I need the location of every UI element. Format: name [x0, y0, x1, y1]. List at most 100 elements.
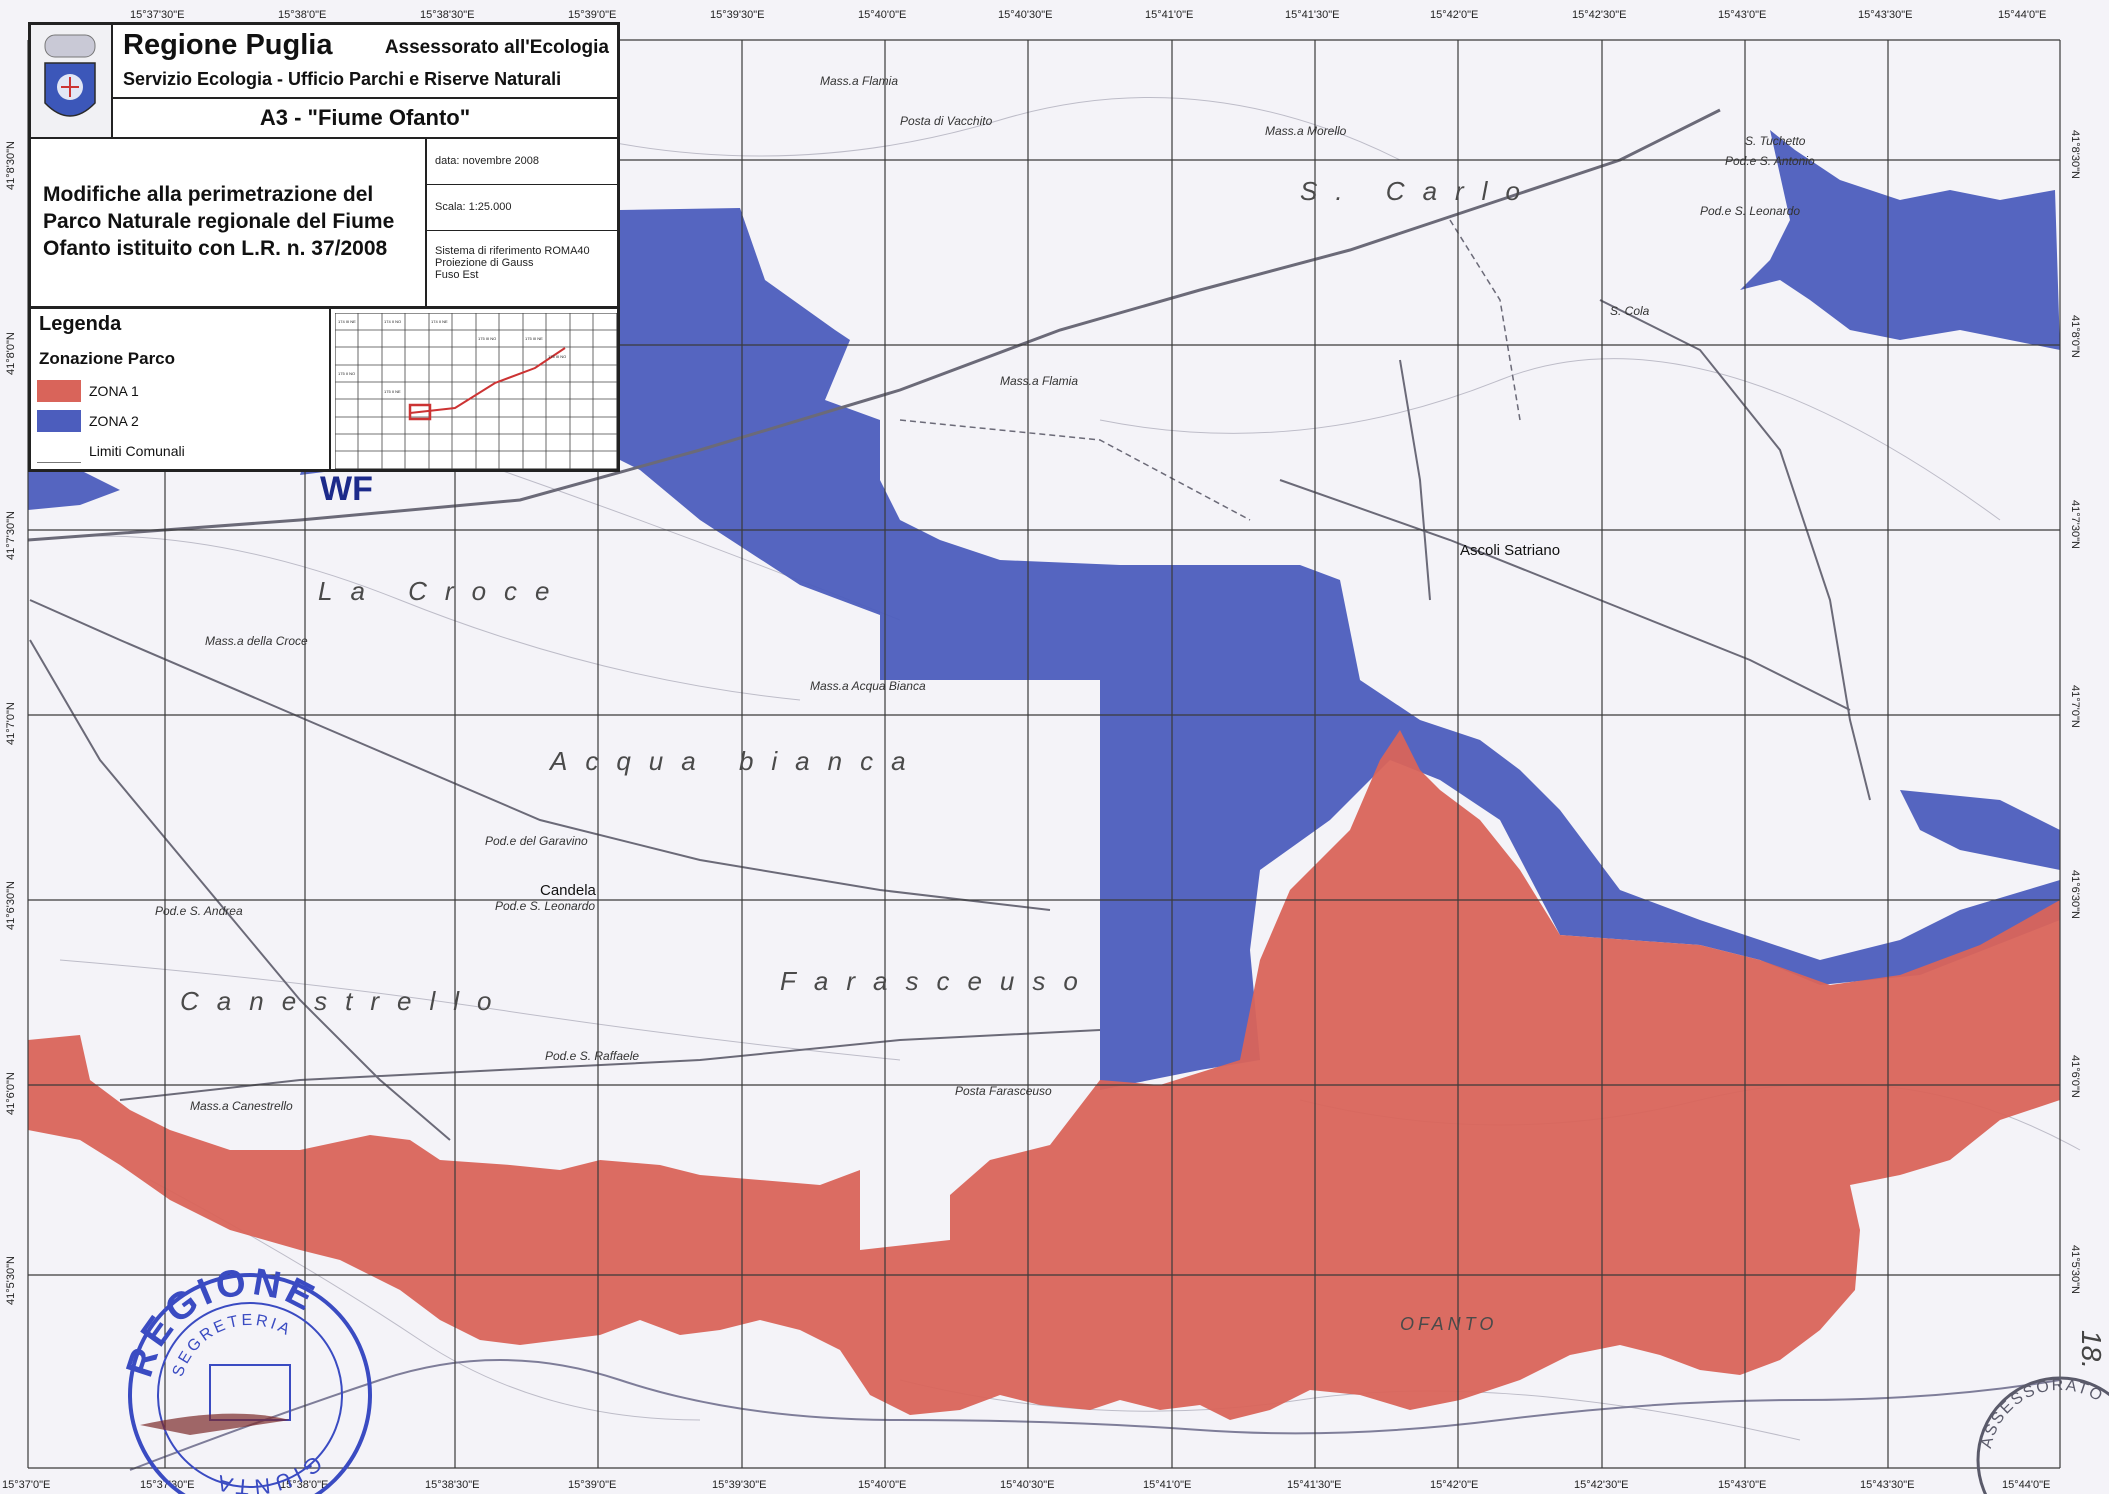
svg-text:175 III NO: 175 III NO — [478, 336, 496, 341]
svg-text:Mass.a Flamia: Mass.a Flamia — [1000, 374, 1078, 388]
town-labels: Ascoli Satriano Candela — [540, 542, 1560, 899]
scale-cell: Scala: 1:25.000 — [427, 185, 617, 231]
svg-text:15°40'0"E: 15°40'0"E — [858, 9, 906, 21]
svg-text:15°44'0"E: 15°44'0"E — [1998, 9, 2046, 21]
right-coordinate-labels: 41°8'30"N 41°8'0"N 41°7'30"N 41°7'0"N 41… — [2069, 130, 2081, 1294]
svg-text:15°40'0"E: 15°40'0"E — [858, 1479, 906, 1491]
roads — [27, 108, 1871, 1141]
zona2-east — [1900, 790, 2060, 870]
svg-text:41°8'30"N: 41°8'30"N — [5, 141, 17, 190]
svg-text:15°43'30"E: 15°43'30"E — [1860, 1479, 1914, 1491]
area-title: A3 - "Fiume Ofanto" — [259, 105, 471, 130]
wf-label: WF — [320, 470, 373, 508]
legend-box: Legenda Zonazione Parco ZONA 1 ZONA 2 Li… — [31, 309, 331, 469]
svg-text:Mass.a Flamia: Mass.a Flamia — [820, 74, 898, 88]
zona2-northeast — [1740, 130, 2060, 350]
svg-text:Mass.a Canestrello: Mass.a Canestrello — [190, 1099, 293, 1113]
region-title: Regione Puglia — [123, 29, 333, 61]
area-header: A3 - "Fiume Ofanto" — [113, 99, 617, 139]
place-labels: La Croce Acqua bianca Farasceuso Canestr… — [155, 74, 1815, 1334]
top-coordinate-labels: 15°37'30"E 15°38'0"E 15°38'30"E 15°39'0"… — [130, 9, 2046, 21]
description-cell: Modifiche alla perimetrazione del Parco … — [31, 139, 427, 309]
svg-text:15°43'0"E: 15°43'0"E — [1718, 1479, 1766, 1491]
crs-line-1: Sistema di riferimento ROMA40 — [435, 245, 590, 257]
legend-subtitle: Zonazione Parco — [39, 349, 176, 368]
svg-text:15°37'30"E: 15°37'30"E — [130, 9, 184, 21]
svg-text:Pod.e S. Leonardo: Pod.e S. Leonardo — [495, 899, 595, 913]
place-s-carlo: S. Carlo — [1300, 176, 1538, 206]
svg-text:15°37'30"E: 15°37'30"E — [140, 1479, 194, 1491]
zona2-label: ZONA 2 — [89, 413, 139, 429]
town-ascoli-satriano: Ascoli Satriano — [1460, 542, 1560, 559]
svg-text:15°41'30"E: 15°41'30"E — [1287, 1479, 1341, 1491]
svg-text:41°8'0"N: 41°8'0"N — [2069, 315, 2081, 358]
handwritten-number: 18. — [2076, 1330, 2107, 1369]
svg-text:41°7'0"N: 41°7'0"N — [2069, 685, 2081, 728]
zona1-swatch — [37, 380, 81, 402]
svg-text:Posta Farasceuso: Posta Farasceuso — [955, 1084, 1052, 1098]
river-label: OFANTO — [1400, 1314, 1497, 1334]
place-canestrello: Canestrello — [180, 986, 510, 1016]
svg-text:Pod.e S. Antonio: Pod.e S. Antonio — [1725, 154, 1815, 168]
meta-cells: data: novembre 2008 Scala: 1:25.000 Sist… — [427, 139, 617, 309]
svg-text:41°7'30"N: 41°7'30"N — [2069, 500, 2081, 549]
limiti-label: Limiti Comunali — [89, 443, 185, 459]
svg-text:15°38'0"E: 15°38'0"E — [280, 1479, 328, 1491]
svg-text:Mass.a Acqua Bianca: Mass.a Acqua Bianca — [810, 679, 926, 693]
legend-panel: Regione Puglia Assessorato all'Ecologia … — [28, 22, 620, 472]
svg-text:15°42'0"E: 15°42'0"E — [1430, 9, 1478, 21]
crs-line-3: Fuso Est — [435, 269, 479, 281]
svg-text:174 II NO: 174 II NO — [384, 319, 401, 324]
svg-text:15°39'30"E: 15°39'30"E — [710, 9, 764, 21]
svg-text:S. Tuchetto: S. Tuchetto — [1745, 134, 1806, 148]
svg-text:15°38'0"E: 15°38'0"E — [278, 9, 326, 21]
legend-title: Legenda — [39, 313, 122, 335]
crs-line-2: Proiezione di Gauss — [435, 257, 534, 269]
zona2-swatch — [37, 410, 81, 432]
place-la-croce: La Croce — [318, 576, 568, 606]
svg-text:15°40'30"E: 15°40'30"E — [1000, 1479, 1054, 1491]
svg-text:Mass.a Morello: Mass.a Morello — [1265, 124, 1347, 138]
svg-text:15°38'30"E: 15°38'30"E — [420, 9, 474, 21]
svg-text:15°39'0"E: 15°39'0"E — [568, 9, 616, 21]
sheet-index-map: 174 III NE 174 II NO 174 II NE 175 III N… — [331, 309, 617, 469]
svg-text:Mass.a della Croce: Mass.a della Croce — [205, 634, 308, 648]
svg-text:15°40'30"E: 15°40'30"E — [998, 9, 1052, 21]
map-date: data: novembre 2008 — [435, 155, 539, 167]
svg-text:15°41'0"E: 15°41'0"E — [1143, 1479, 1191, 1491]
svg-text:174 II NE: 174 II NE — [431, 319, 448, 324]
svg-text:15°44'0"E: 15°44'0"E — [2002, 1479, 2050, 1491]
header-titles: Regione Puglia Assessorato all'Ecologia … — [113, 25, 617, 99]
svg-text:15°42'0"E: 15°42'0"E — [1430, 1479, 1478, 1491]
svg-text:15°41'0"E: 15°41'0"E — [1145, 9, 1193, 21]
svg-text:41°6'0"N: 41°6'0"N — [2069, 1055, 2081, 1098]
zona1-label: ZONA 1 — [89, 383, 139, 399]
svg-text:15°42'30"E: 15°42'30"E — [1572, 9, 1626, 21]
bottom-coordinate-labels: 15°37'0"E 15°37'30"E 15°38'0"E 15°38'30"… — [2, 1479, 2050, 1491]
svg-text:15°38'30"E: 15°38'30"E — [425, 1479, 479, 1491]
svg-text:41°5'30"N: 41°5'30"N — [2069, 1245, 2081, 1294]
svg-text:Pod.e S. Leonardo: Pod.e S. Leonardo — [1700, 204, 1800, 218]
svg-text:15°41'30"E: 15°41'30"E — [1285, 9, 1339, 21]
svg-text:Posta di Vacchito: Posta di Vacchito — [900, 114, 993, 128]
place-acqua-bianca: Acqua bianca — [548, 746, 924, 776]
svg-text:41°7'30"N: 41°7'30"N — [5, 511, 17, 560]
place-farasceuso: Farasceuso — [780, 966, 1096, 996]
regione-puglia-emblem — [31, 25, 113, 139]
ofanto-river — [129, 1359, 2061, 1471]
svg-text:175 II NE: 175 II NE — [384, 389, 401, 394]
svg-text:S. Cola: S. Cola — [1610, 304, 1650, 318]
map-scale: Scala: 1:25.000 — [435, 201, 512, 213]
date-cell: data: novembre 2008 — [427, 139, 617, 185]
zona1-main — [28, 730, 2060, 1420]
svg-text:41°5'30"N: 41°5'30"N — [5, 1256, 17, 1305]
svg-text:41°8'0"N: 41°8'0"N — [5, 332, 17, 375]
map-description: Modifiche alla perimetrazione del Parco … — [43, 183, 395, 260]
svg-text:41°6'30"N: 41°6'30"N — [2069, 870, 2081, 919]
svg-text:15°37'0"E: 15°37'0"E — [2, 1479, 50, 1491]
svg-text:15°43'0"E: 15°43'0"E — [1718, 9, 1766, 21]
svg-text:176 III NO: 176 III NO — [548, 354, 566, 359]
svg-text:Pod.e del Garavino: Pod.e del Garavino — [485, 834, 588, 848]
limiti-swatch — [37, 440, 81, 463]
